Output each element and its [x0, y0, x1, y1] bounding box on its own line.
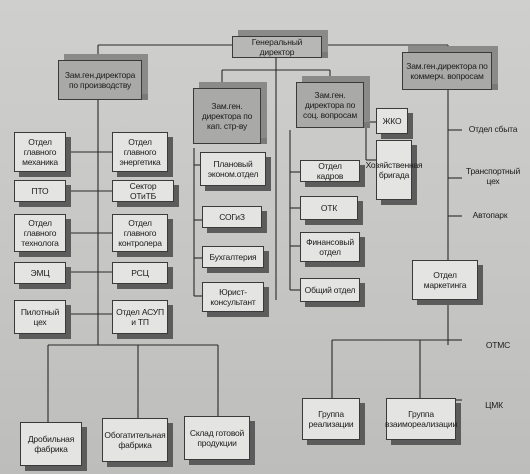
lawyer-box: Юрист-консультант [202, 282, 264, 312]
rsc-box: РСЦ [112, 262, 168, 284]
trial-shop-box: Пилотный цех [14, 300, 66, 334]
ogi-tb-box: Сектор ОТиТБ [112, 180, 174, 202]
chief-energy-box: Отдел главного энергетика [112, 132, 168, 172]
marketing-box: Отдел маркетинга [412, 260, 478, 300]
finance-box: Финансовый отдел [300, 232, 360, 262]
chief-controller-box: Отдел главного контролера [112, 214, 168, 252]
warehouse-box: Склад готовой продукции [184, 416, 250, 460]
deputy-social-box: Зам.ген. директора по соц. вопросам [296, 82, 364, 128]
accounting-box: Бухгалтерия [202, 246, 264, 268]
ucm-label: ЦМК [485, 400, 503, 410]
general-director-box: Генеральный директор [232, 36, 322, 58]
emc-box: ЭМЦ [14, 262, 66, 284]
asup-box: Отдел АСУП и ТП [112, 300, 168, 334]
pto-box: ПТО [14, 180, 66, 202]
processing-plant-box: Обогатительная фабрика [102, 418, 168, 462]
mining-plant-box: Дробильная фабрика [20, 422, 82, 466]
chief-mechanic-box: Отдел главного механика [14, 132, 66, 172]
chief-technologist-box: Отдел главного технолога [14, 214, 66, 252]
hr-box: Отдел кадров [300, 160, 360, 182]
deputy-capital-box: Зам.ген. директора по кап. стр-ву [193, 88, 261, 144]
otk-box: ОТК [300, 196, 358, 220]
planning-box: Плановый эконом.отдел [200, 152, 266, 186]
general-dept-box: Общий отдел [300, 278, 360, 302]
zhko-box: ЖКО [376, 108, 408, 134]
deputy-commercial-box: Зам.ген.директора по коммерч. вопросам [402, 52, 492, 90]
mutual-group-box: Группа взаимореализации [385, 398, 457, 440]
sogiz-box: СОГиЗ [202, 206, 262, 228]
household-brigade-box: Хозяйственная бригада [366, 140, 423, 200]
sales-group-box: Группа реализации [302, 398, 360, 440]
transport-label: Транспортный цех [465, 166, 521, 186]
deputy-production-box: Зам.ген.директора по производству [58, 60, 142, 100]
otms-label: ОТМС [485, 340, 511, 350]
autopark-label: Автопарк [472, 210, 508, 220]
supply-label: Отдел сбыта [468, 124, 518, 134]
